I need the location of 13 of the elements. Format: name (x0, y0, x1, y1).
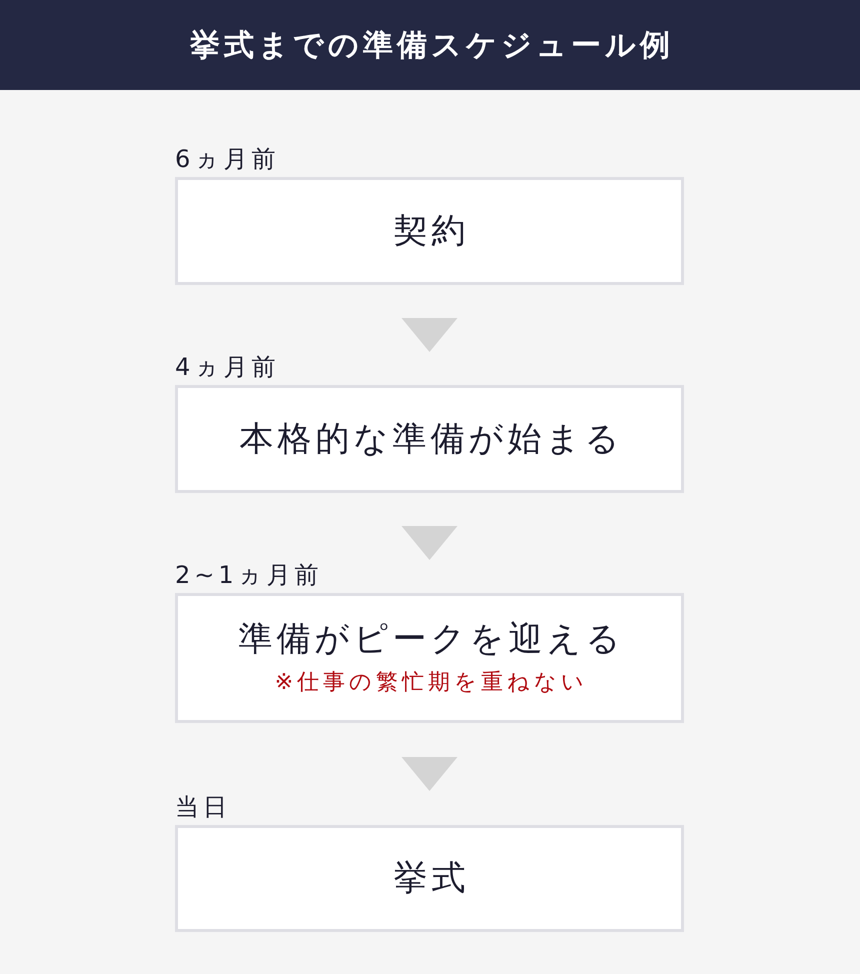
time-label: 2~1ヵ月前 (175, 561, 323, 590)
arrow (402, 757, 458, 791)
arrow (402, 526, 458, 560)
time-label: 当日 (175, 793, 231, 822)
time-label: 4ヵ月前 (175, 353, 280, 382)
arrow (402, 318, 458, 352)
step-text: 準備がピークを迎える (238, 619, 624, 660)
step-text: 契約 (392, 210, 470, 252)
step-text: 挙式 (392, 858, 470, 899)
note-text: ※仕事の繁忙期を重ねない (274, 670, 588, 697)
title-banner: 挙式までの準備スケジュール例 (0, 0, 860, 90)
time-label: 6ヵ月前 (175, 145, 280, 174)
step-text: 本格的な準備が始まる (238, 418, 624, 460)
